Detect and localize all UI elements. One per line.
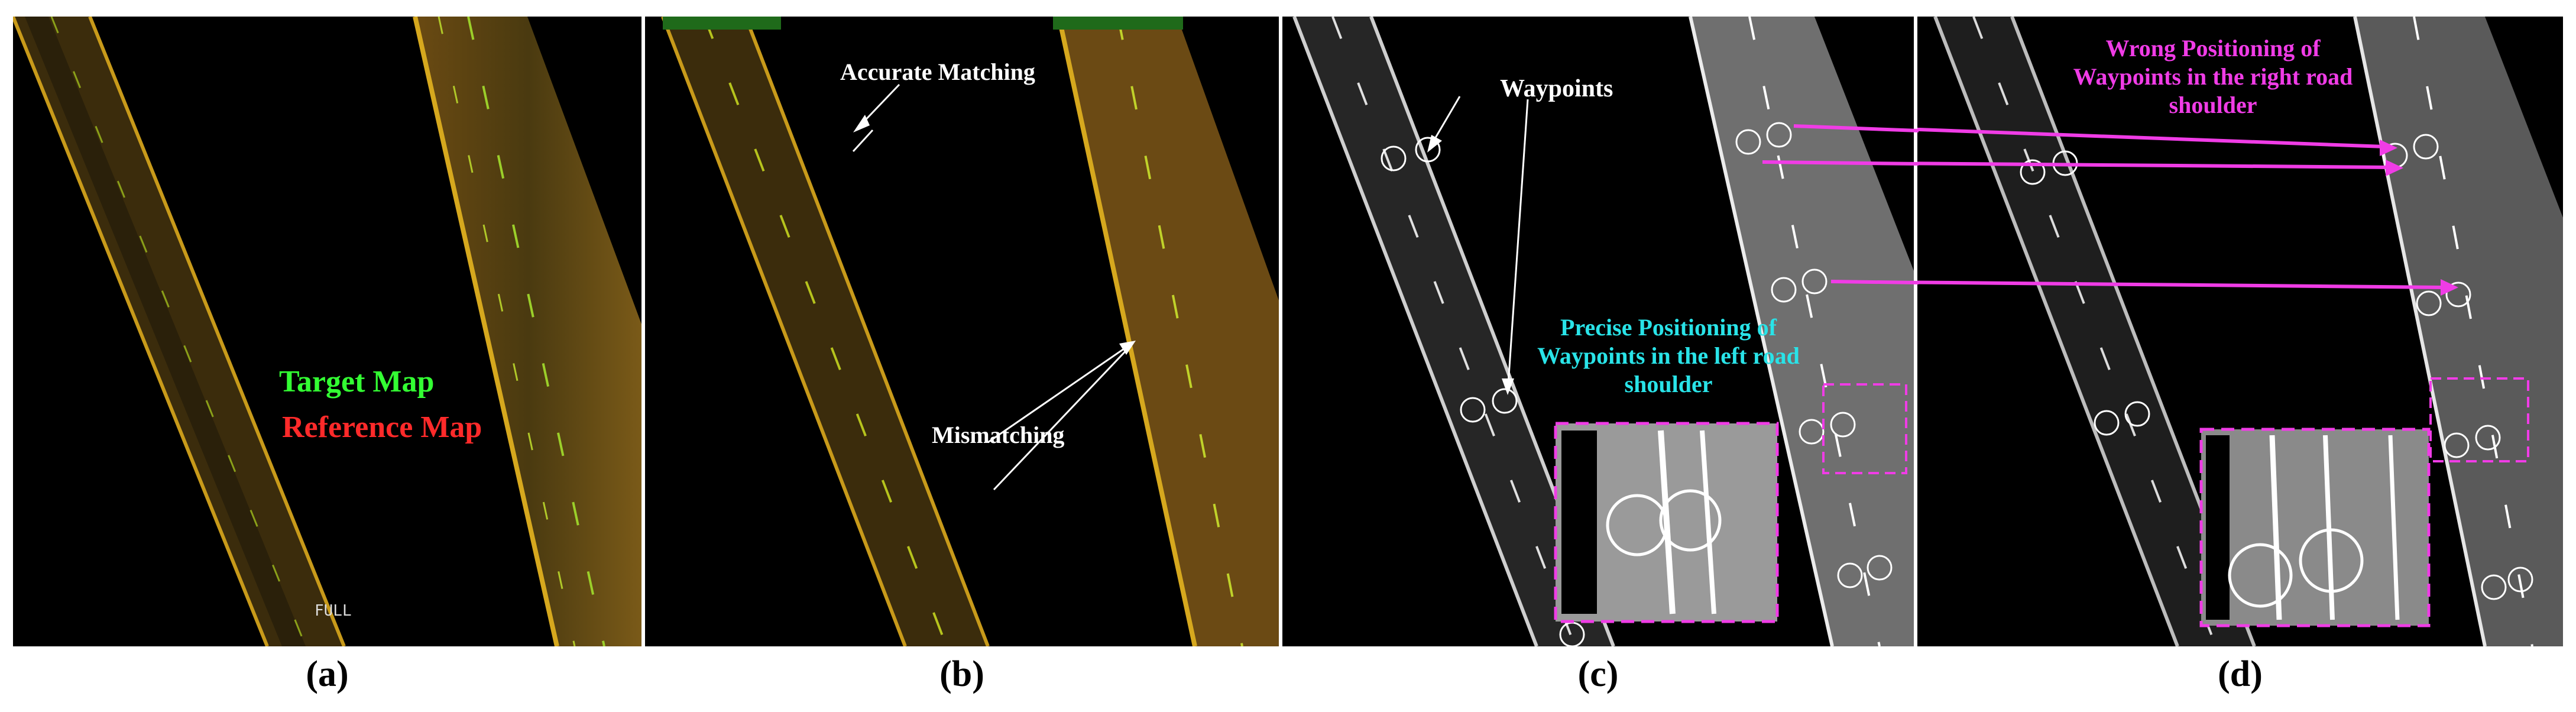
wrong-position-arrows: [1917, 127, 2444, 289]
panel-a-map: [13, 17, 641, 646]
waypoint-circles: [1381, 122, 1893, 646]
full-tag: FULL: [315, 602, 352, 620]
wrong-positioning-label: Wrong Positioning of Waypoints in the ri…: [2073, 35, 2353, 118]
right-road: [415, 17, 641, 646]
right-road: [2355, 17, 2563, 646]
left-road: [13, 17, 344, 646]
waypoints-label: Waypoints: [1500, 75, 1613, 102]
left-road: [1294, 17, 1613, 646]
target-map-label: Target Map: [279, 365, 435, 399]
left-road: [663, 17, 988, 646]
mismatch-arrow: [987, 344, 1130, 444]
small-dashed-box: [2429, 377, 2529, 462]
panel-c-map: [1292, 17, 1914, 646]
waypoint-circles: [2020, 134, 2533, 600]
caption-c: (c): [1577, 654, 1619, 694]
caption-a: (a): [306, 654, 349, 694]
panel-a-image: Target Map Reference Map FULL: [13, 17, 641, 646]
right-road: [1059, 17, 1279, 646]
accurate-arrow: [860, 83, 900, 126]
mismatching-label: Mismatching: [932, 422, 1065, 448]
left-road: [1935, 17, 2254, 646]
right-road: [1690, 17, 1914, 646]
panel-b-map: [661, 17, 1279, 646]
panel-b-image: Accurate Matching Mismatching: [645, 17, 1279, 646]
precise-positioning-label: Precise Positioning of Waypoints in the …: [1537, 314, 1800, 397]
caption-b: (b): [939, 654, 984, 694]
panel-c-image: Waypoints Precise Positioning of Waypoin…: [1282, 17, 1914, 646]
caption-d: (d): [2218, 654, 2263, 694]
reference-map-label: Reference Map: [282, 410, 482, 444]
panel-d-map: [1917, 17, 2563, 646]
small-dashed-box: [1822, 383, 1907, 474]
accurate-matching-label: Accurate Matching: [840, 59, 1035, 85]
panel-d-image: Wrong Positioning of Waypoints in the ri…: [1917, 17, 2563, 646]
